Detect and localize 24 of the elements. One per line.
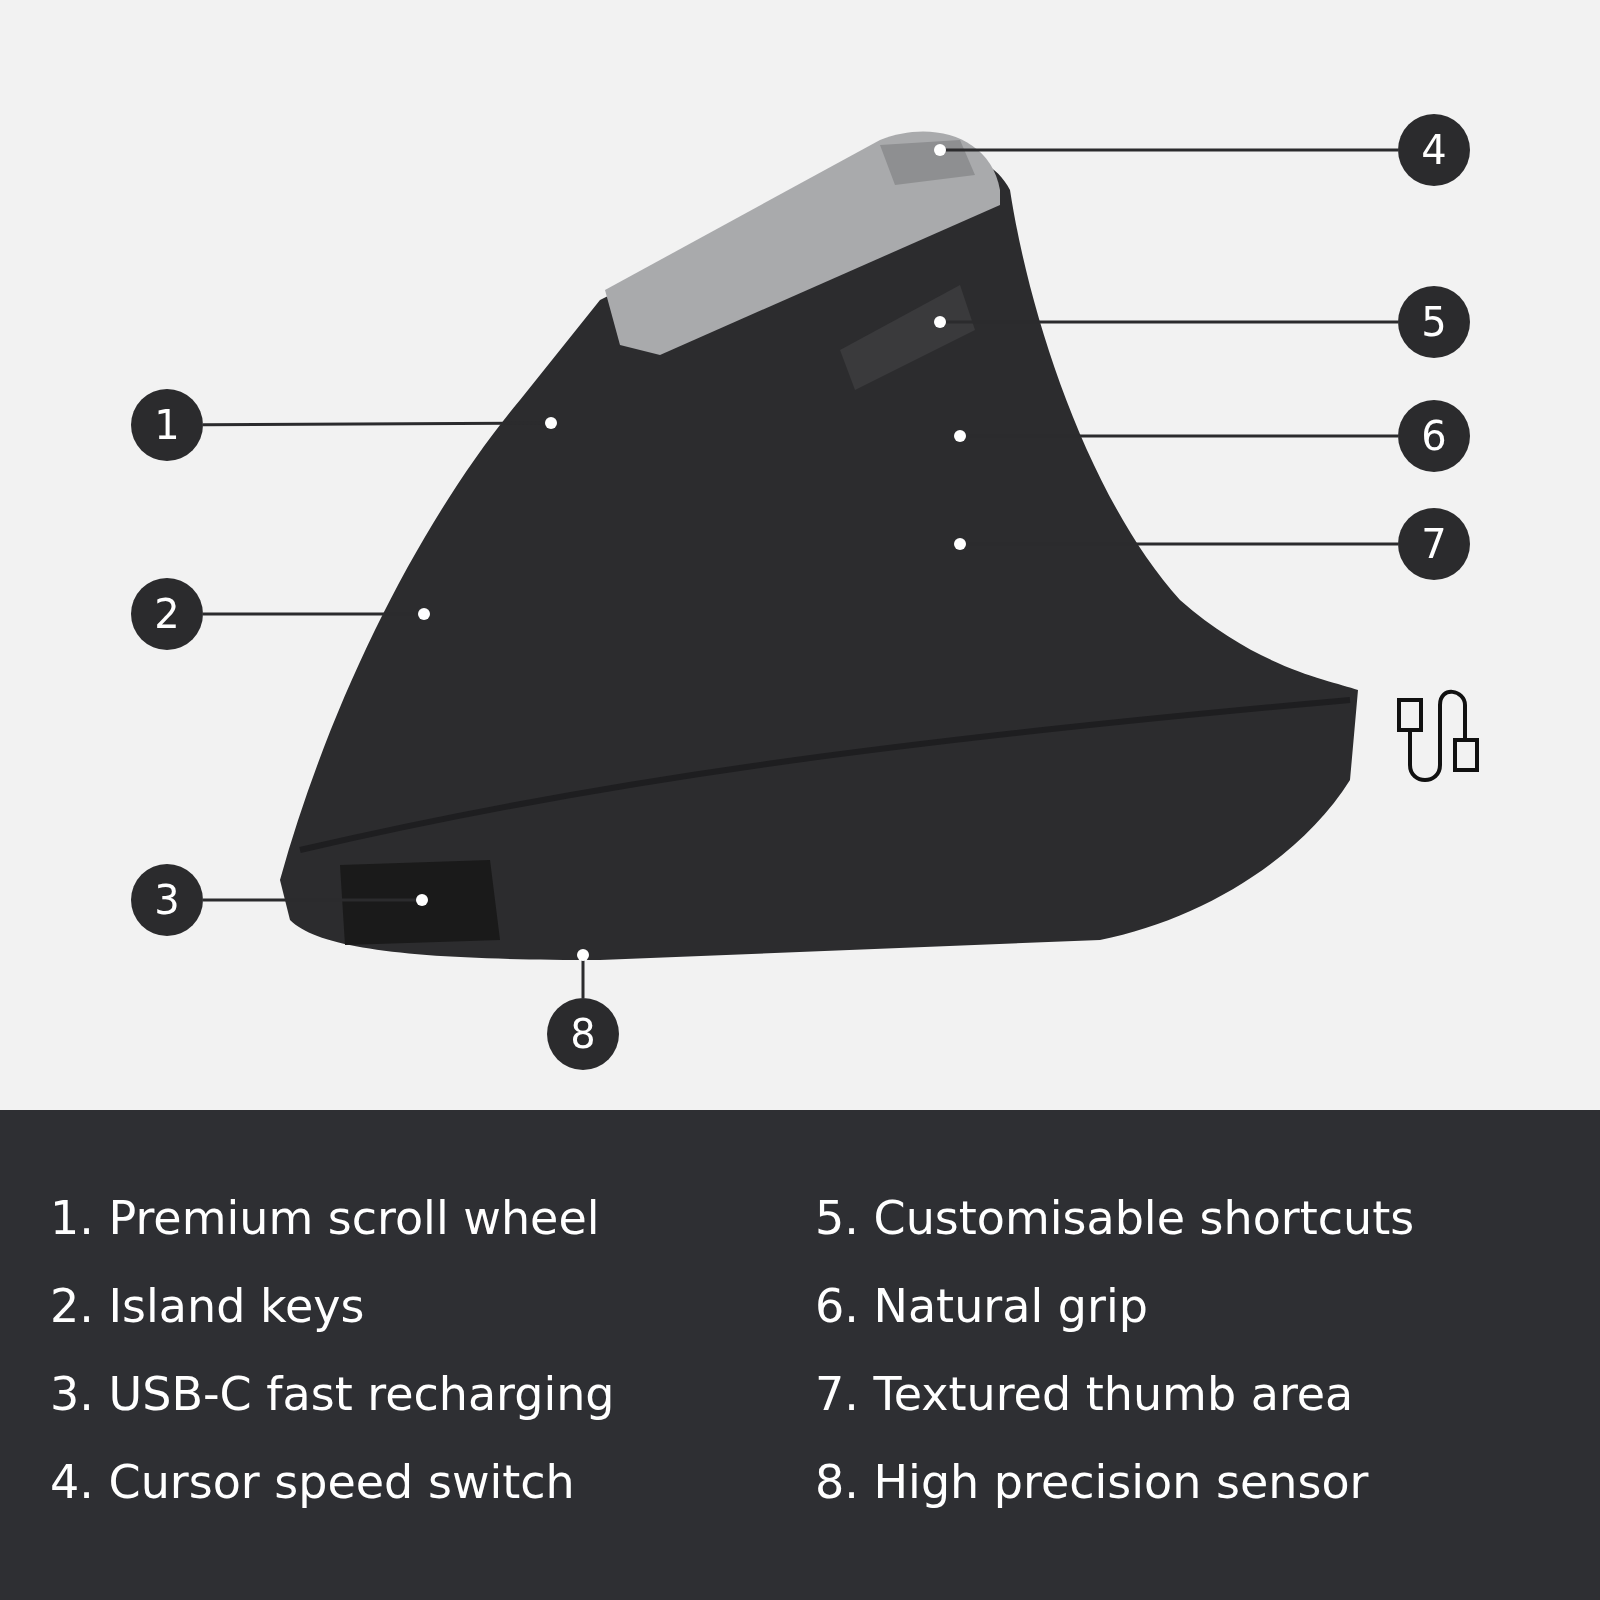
callout-number: 6 (1398, 400, 1470, 472)
leader-line (934, 316, 1398, 328)
leader-line (954, 538, 1398, 550)
leader-line (577, 949, 589, 998)
leader-line (934, 144, 1398, 156)
leader-line (203, 608, 430, 620)
feature-label: 2. Island keys (50, 1278, 365, 1334)
callout-number: 2 (131, 578, 203, 650)
callout-number: 5 (1398, 286, 1470, 358)
feature-label: 5. Customisable shortcuts (815, 1190, 1415, 1246)
leader-line (203, 894, 428, 906)
feature-label: 8. High precision sensor (815, 1454, 1369, 1510)
feature-label: 1. Premium scroll wheel (50, 1190, 600, 1246)
feature-label: 4. Cursor speed switch (50, 1454, 575, 1510)
feature-label: 3. USB-C fast recharging (50, 1366, 615, 1422)
callout-number: 8 (547, 998, 619, 1070)
callout-number: 7 (1398, 508, 1470, 580)
feature-label: 6. Natural grip (815, 1278, 1148, 1334)
leader-line (203, 417, 557, 429)
callout-number: 4 (1398, 114, 1470, 186)
callout-number: 3 (131, 864, 203, 936)
callout-number: 1 (131, 389, 203, 461)
leader-line (954, 430, 1398, 442)
feature-label: 7. Textured thumb area (815, 1366, 1354, 1422)
